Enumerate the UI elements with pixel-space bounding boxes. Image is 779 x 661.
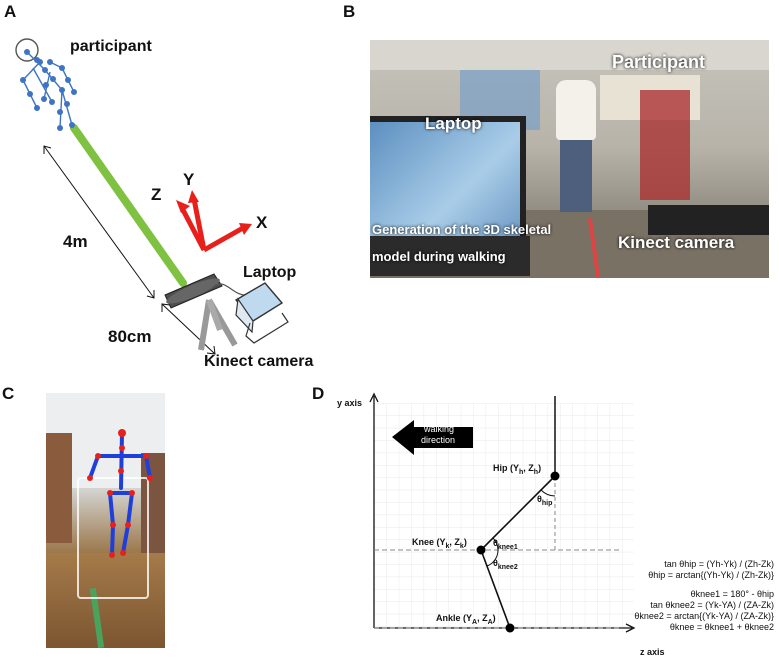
equation-1: tan θhip = (Yh-Yk) / (Zh-Zk) — [664, 559, 774, 569]
distance-4m-arrow — [43, 145, 155, 299]
skeleton-joints — [20, 49, 77, 131]
panel-label-c: C — [2, 384, 15, 403]
hip-label: Hip (Yh, Zh) — [493, 463, 542, 476]
theta-knee2-label: θknee2 — [493, 558, 518, 571]
theta-knee1-label: θknee1 — [493, 538, 518, 551]
hip-joint — [550, 471, 560, 481]
skeleton-tracking-photo — [46, 393, 165, 648]
z-axis-label: z axis — [640, 647, 665, 657]
theta-hip-label: θhip — [537, 494, 553, 507]
kinect-camera-label: Kinect camera — [204, 353, 314, 370]
generation-label-line1: Generation of the 3D skeletal — [372, 222, 552, 237]
panel-label-a: A — [4, 2, 17, 21]
ankle-label: Ankle (YA, ZA) — [436, 613, 496, 626]
kinect-camera-icon — [164, 273, 238, 351]
panel-label-d: D — [312, 384, 325, 403]
axis-z-label: Z — [151, 185, 162, 204]
photo-participant-label: Participant — [612, 52, 706, 72]
axis-x-label: X — [256, 213, 268, 232]
equation-2: θhip = arctan{(Yh-Yk) / (Zh-Zk)} — [648, 570, 774, 580]
photo-laptop-label: Laptop — [425, 114, 482, 133]
walking-label-line1: walking — [424, 424, 455, 434]
knee1-angle-arc — [492, 537, 499, 551]
distance-80cm-label: 80cm — [108, 327, 152, 346]
panel-label-b: B — [343, 2, 356, 21]
knee2-angle-arc — [486, 549, 499, 567]
skeleton-overlay — [77, 429, 153, 599]
laptop-label: Laptop — [243, 264, 297, 281]
setup-photo: Laptop Participant Generation of the 3D … — [370, 40, 769, 278]
equation-6: θknee = θknee1 + θknee2 — [669, 622, 774, 632]
equation-5: θknee2 = arctan{(Yk-YA) / (ZA-Zk)} — [634, 611, 774, 621]
participant-label: participant — [70, 38, 152, 55]
equations-block: tan θhip = (Yh-Yk) / (Zh-Zk) θhip = arct… — [622, 559, 774, 633]
photo-kinect-label: Kinect camera — [618, 233, 735, 252]
walkway-line — [70, 124, 187, 287]
setup-diagram — [15, 38, 289, 355]
axis-y-label: Y — [183, 170, 195, 189]
equation-3: θknee1 = 180° - θhip — [690, 589, 774, 599]
walking-direction-arrow — [392, 420, 473, 455]
knee-joint — [476, 545, 486, 555]
camera-cable — [212, 283, 246, 296]
walking-label-line2: direction — [421, 435, 456, 445]
coordinate-axes-icon — [176, 190, 252, 253]
laptop-icon — [234, 282, 289, 344]
distance-80cm-arrow — [161, 303, 216, 355]
knee-label: Knee (Yk, Zk) — [412, 537, 467, 550]
y-axis-label: y axis — [337, 398, 363, 408]
generation-label-line2: model during walking — [372, 249, 506, 264]
shank-segment — [480, 549, 511, 629]
hip-angle-arc — [540, 489, 556, 497]
ankle-joint — [505, 623, 515, 633]
equation-4: tan θknee2 = (Yk-YA) / (ZA-Zk) — [650, 600, 774, 610]
distance-4m-label: 4m — [63, 232, 88, 251]
